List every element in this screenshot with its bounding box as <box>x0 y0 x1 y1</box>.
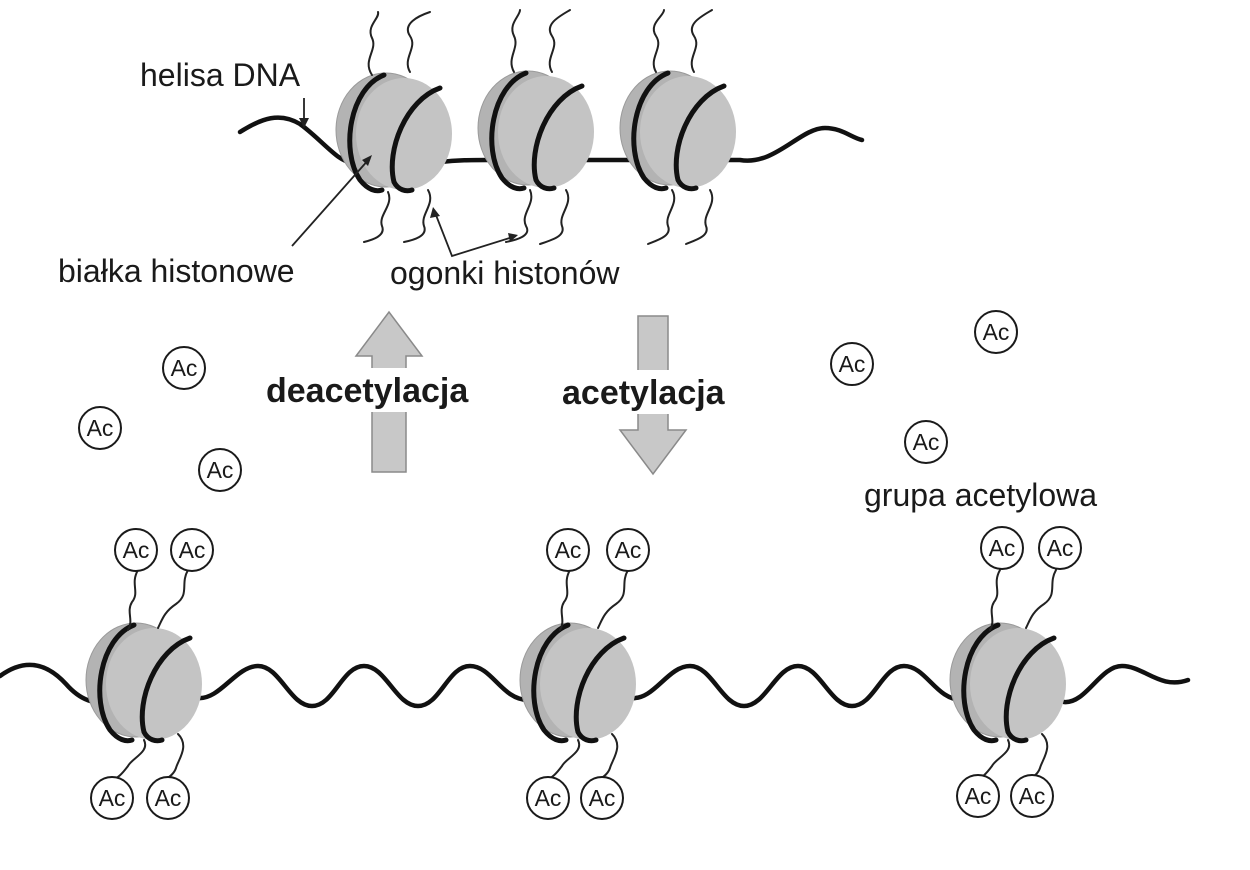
condensed-chromatin <box>237 9 865 245</box>
label-histone-tails: ogonki histonów <box>390 255 620 291</box>
label-acetyl-group: grupa acetylowa <box>864 477 1097 513</box>
acetyl-group: Ac <box>606 528 650 572</box>
acetyl-group: Ac <box>526 776 570 820</box>
acetyl-group: Ac <box>956 774 1000 818</box>
acetyl-group: Ac <box>1038 526 1082 570</box>
acetyl-symbol: Ac <box>839 351 866 377</box>
acetyl-symbol: Ac <box>1047 535 1074 561</box>
pointer-dna-helix <box>299 98 309 128</box>
acetyl-symbol: Ac <box>87 415 114 441</box>
acetyl-symbol: Ac <box>155 785 182 811</box>
acetyl-symbol: Ac <box>615 537 642 563</box>
acetyl-symbol: Ac <box>207 457 234 483</box>
dna-strand-bottom <box>0 662 1191 709</box>
pointer-histone-tails <box>430 207 518 258</box>
acetyl-group: Ac <box>78 406 122 450</box>
nucleosome <box>335 72 452 194</box>
acetyl-symbol: Ac <box>589 785 616 811</box>
label-dna-helix: helisa DNA <box>140 57 301 93</box>
nucleosome <box>477 70 594 192</box>
label-deacetylation: deacetylacja <box>266 372 469 410</box>
acetyl-group: Ac <box>980 526 1024 570</box>
histone-tails-bottom <box>363 189 714 245</box>
acetyl-group: Ac <box>974 310 1018 354</box>
histone-tails-top <box>367 9 713 76</box>
label-acetylation: acetylacja <box>562 374 726 412</box>
nucleosome <box>85 622 202 744</box>
acetyl-symbol: Ac <box>179 537 206 563</box>
acetyl-group: Ac <box>170 528 214 572</box>
acetyl-symbol: Ac <box>989 535 1016 561</box>
acetyl-group: Ac <box>198 448 242 492</box>
acetyl-group: Ac <box>114 528 158 572</box>
acetyl-group: Ac <box>904 420 948 464</box>
nucleosome <box>519 622 636 744</box>
acetyl-symbol: Ac <box>1019 783 1046 809</box>
acetyl-symbol: Ac <box>123 537 150 563</box>
acetyl-symbol: Ac <box>965 783 992 809</box>
acetylated-tails-top <box>127 569 1057 631</box>
acetyl-group: Ac <box>162 346 206 390</box>
acetyl-symbol: Ac <box>171 355 198 381</box>
acetylated-tails-bottom <box>111 733 1049 781</box>
acetyl-symbol: Ac <box>983 319 1010 345</box>
acetyl-symbol: Ac <box>913 429 940 455</box>
nucleosome <box>949 622 1066 744</box>
acetyl-group: Ac <box>90 776 134 820</box>
acetyl-group: Ac <box>580 776 624 820</box>
acetyl-group: Ac <box>830 342 874 386</box>
acetyl-group: Ac <box>1010 774 1054 818</box>
acetyl-symbol: Ac <box>99 785 126 811</box>
pointer-histone-proteins <box>291 155 372 247</box>
label-histone-proteins: białka histonowe <box>58 253 295 289</box>
acetyl-group: Ac <box>146 776 190 820</box>
acetyl-symbol: Ac <box>555 537 582 563</box>
nucleosome <box>619 70 736 192</box>
acetyl-symbol: Ac <box>535 785 562 811</box>
acetyl-group: Ac <box>546 528 590 572</box>
